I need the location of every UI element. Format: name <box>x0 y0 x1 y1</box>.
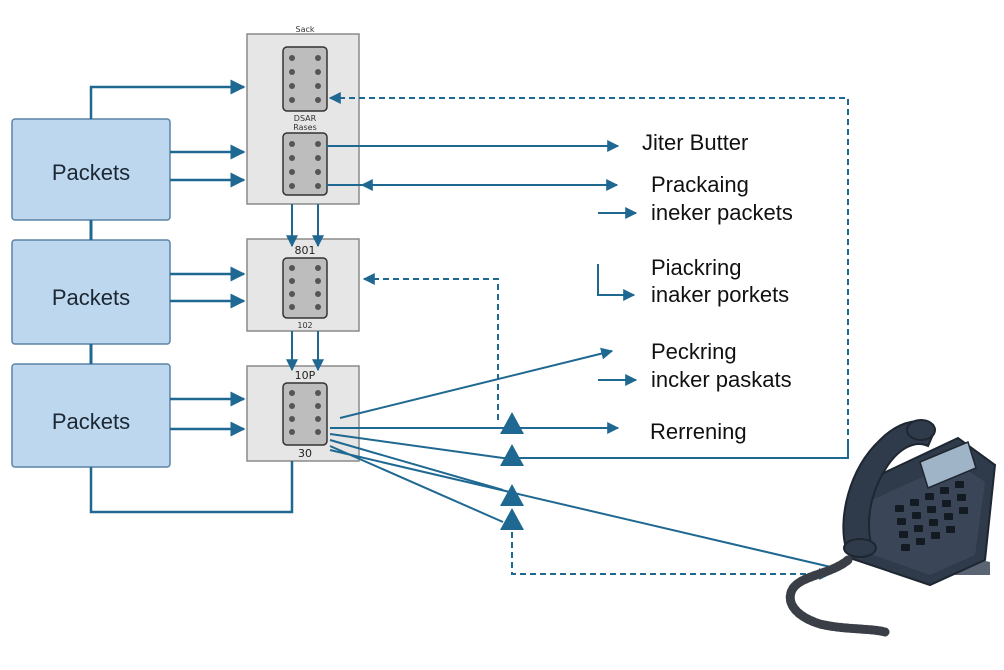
label-group3-line1: Peckring <box>651 339 737 364</box>
module-top: Sack DSAR Rases <box>246 25 360 205</box>
packet-box-1: Packets <box>11 118 171 221</box>
module-label: 102 <box>297 321 312 330</box>
module-label: 30 <box>298 447 312 460</box>
repeater-triangles <box>500 412 524 530</box>
desk-phone-icon <box>785 419 997 637</box>
packet-to-module-arrows <box>89 79 294 514</box>
label-group2-line1: Piackring <box>651 255 741 280</box>
packet-box-label: Packets <box>52 285 130 310</box>
label-jitter-buffer: Jiter Butter <box>642 130 748 155</box>
label-rendering: Rerrening <box>650 419 747 444</box>
module-label: 801 <box>295 244 316 257</box>
module-output-arrows <box>327 92 849 580</box>
packet-box-label: Packets <box>52 160 130 185</box>
label-group3-line2: incker paskats <box>651 367 792 392</box>
module-label: Rases <box>293 123 317 132</box>
label-group2-line2: inaker porkets <box>651 282 789 307</box>
label-group1-line1: Prackaing <box>651 172 749 197</box>
module-label: DSAR <box>294 114 317 123</box>
module-label: 10P <box>295 369 316 382</box>
module-bottom: 10P 30 <box>246 365 360 462</box>
label-group1-line2: ineker packets <box>651 200 793 225</box>
module-label: Sack <box>295 25 314 34</box>
packet-box-label: Packets <box>52 409 130 434</box>
module-middle: 801 102 <box>246 238 360 332</box>
module-links <box>286 204 324 372</box>
packet-box-3: Packets <box>11 363 171 468</box>
packet-box-2: Packets <box>11 239 171 345</box>
